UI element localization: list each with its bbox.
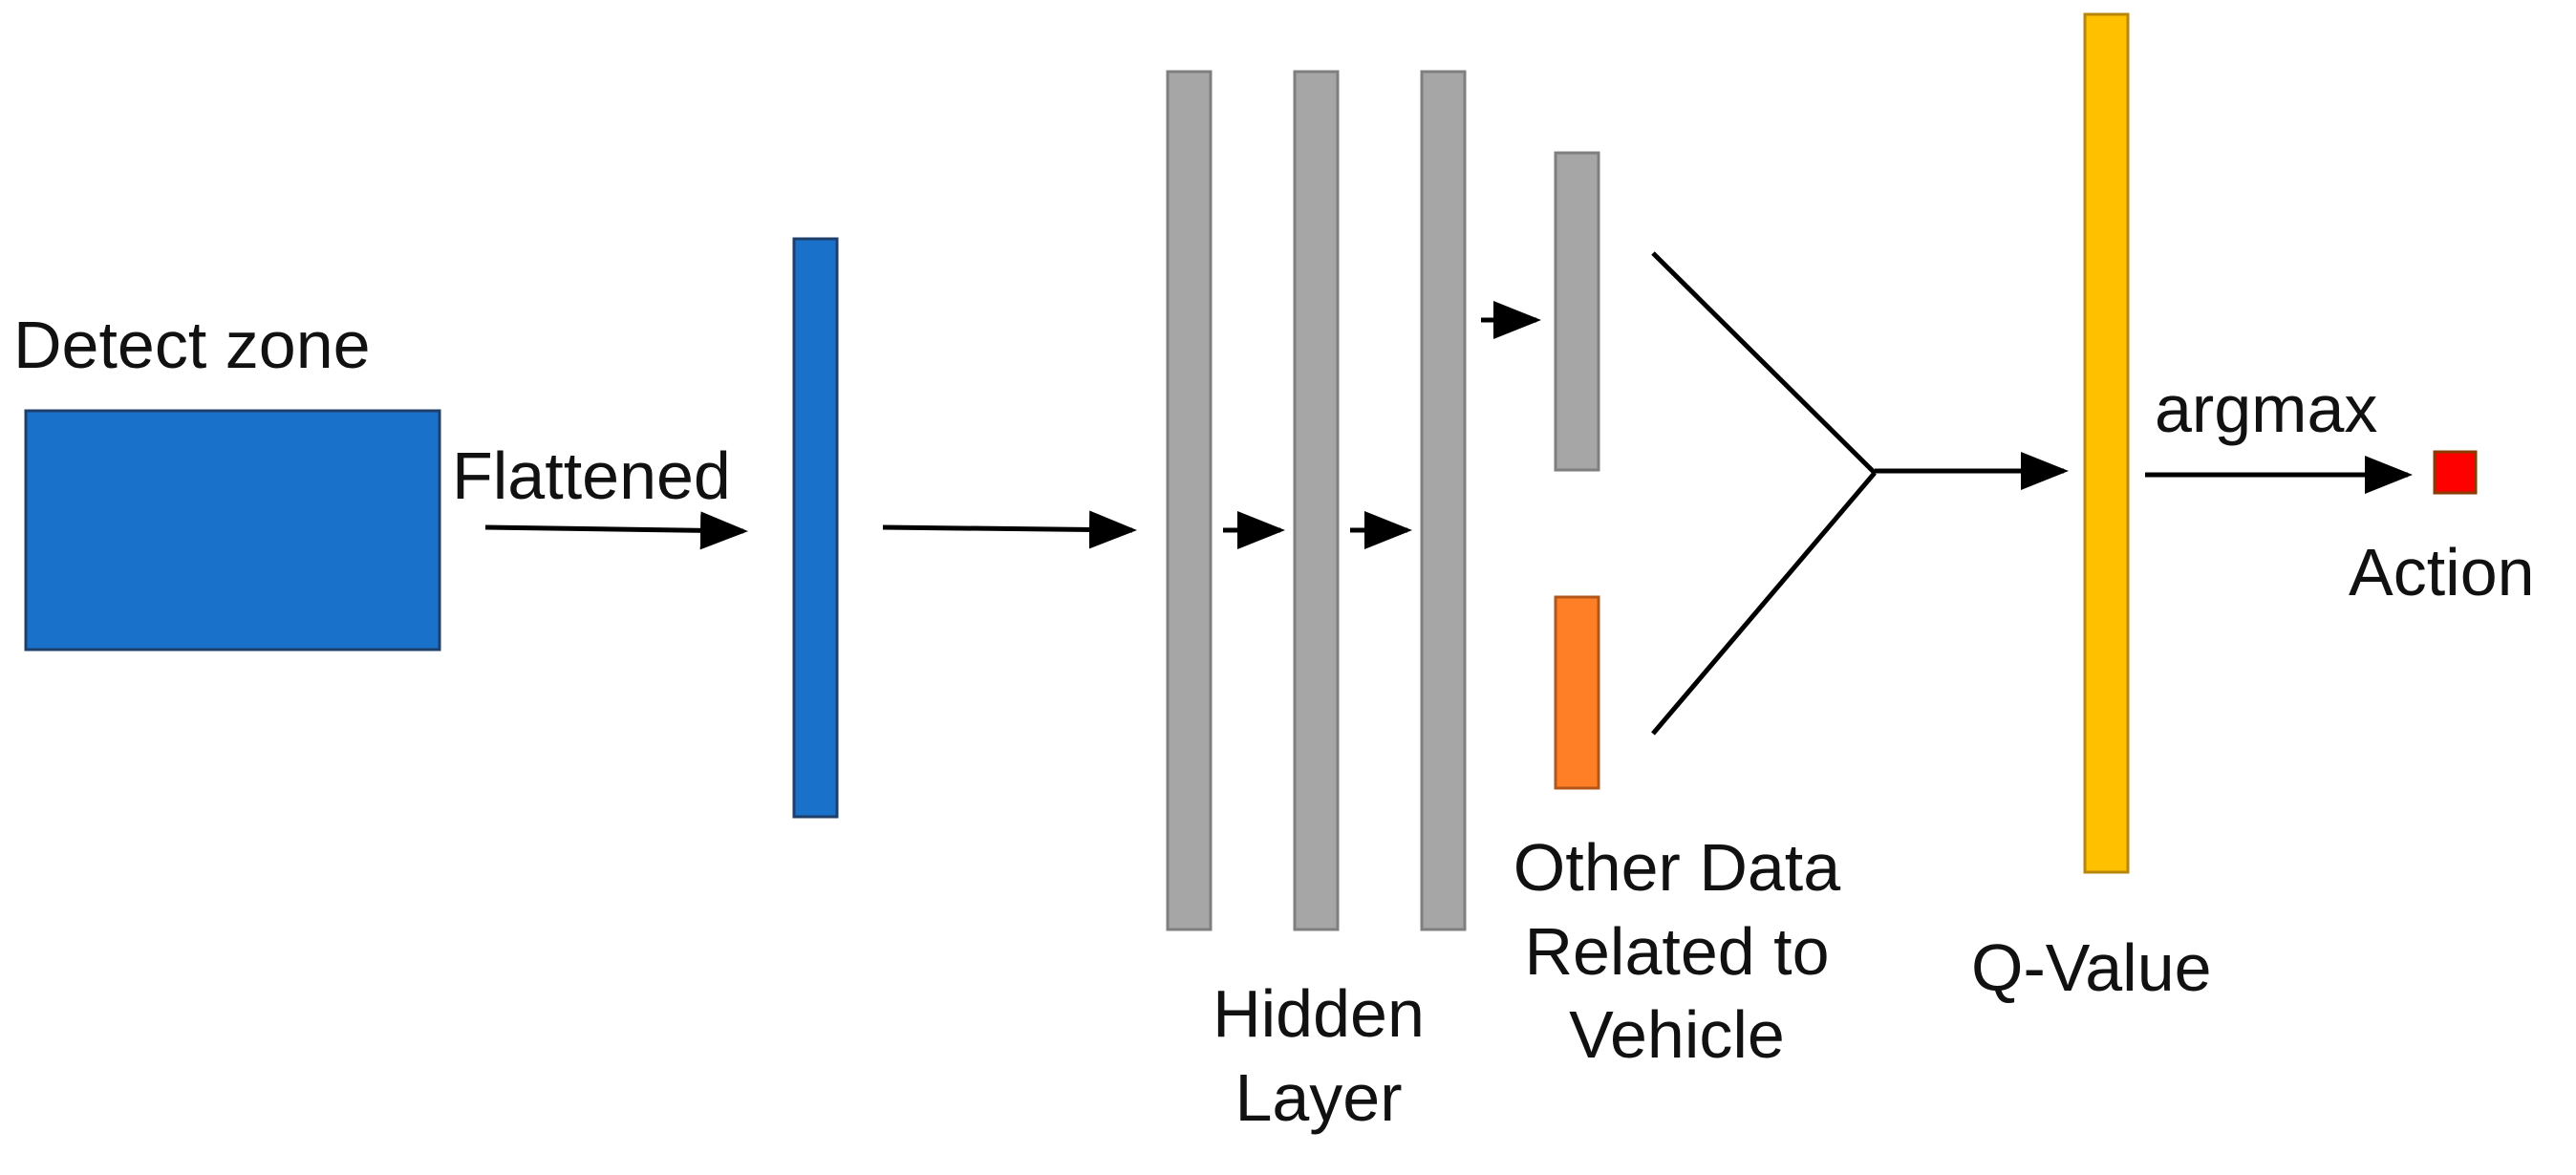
q-value-bar (2083, 12, 2130, 874)
action-label: Action (2349, 535, 2535, 609)
merge-line-lower (1651, 471, 1877, 736)
hidden-layer-bar-1 (1166, 70, 1213, 931)
other-data-label: Other Data Related to Vehicle (1476, 826, 1878, 1078)
hidden-layer-label-line-1: Hidden (1213, 976, 1425, 1051)
other-data-label-line-3: Vehicle (1569, 997, 1785, 1072)
other-data-label-line-1: Other Data (1513, 830, 1841, 905)
detect-zone-block (24, 409, 441, 652)
merge-line-upper (1651, 251, 1877, 475)
detect-zone-label: Detect zone (13, 308, 371, 382)
action-square (2433, 450, 2478, 495)
argmax-label: argmax (2155, 372, 2378, 446)
flattened-vector (792, 237, 839, 819)
arrow-flattened-to-hidden (882, 510, 1137, 549)
q-value-label: Q-Value (1971, 930, 2212, 1005)
flattened-label: Flattened (452, 438, 731, 513)
arrow-detect-to-flattened (484, 511, 748, 550)
hidden-layer-bar-2 (1293, 70, 1340, 931)
hidden-layer-bar-3 (1420, 70, 1467, 931)
other-data-bar (1554, 595, 1600, 790)
hidden-output-bar (1554, 151, 1600, 472)
hidden-layer-label-line-2: Layer (1234, 1059, 1403, 1135)
hidden-layer-label: Hidden Layer (1185, 972, 1452, 1140)
other-data-label-line-2: Related to (1524, 913, 1830, 989)
